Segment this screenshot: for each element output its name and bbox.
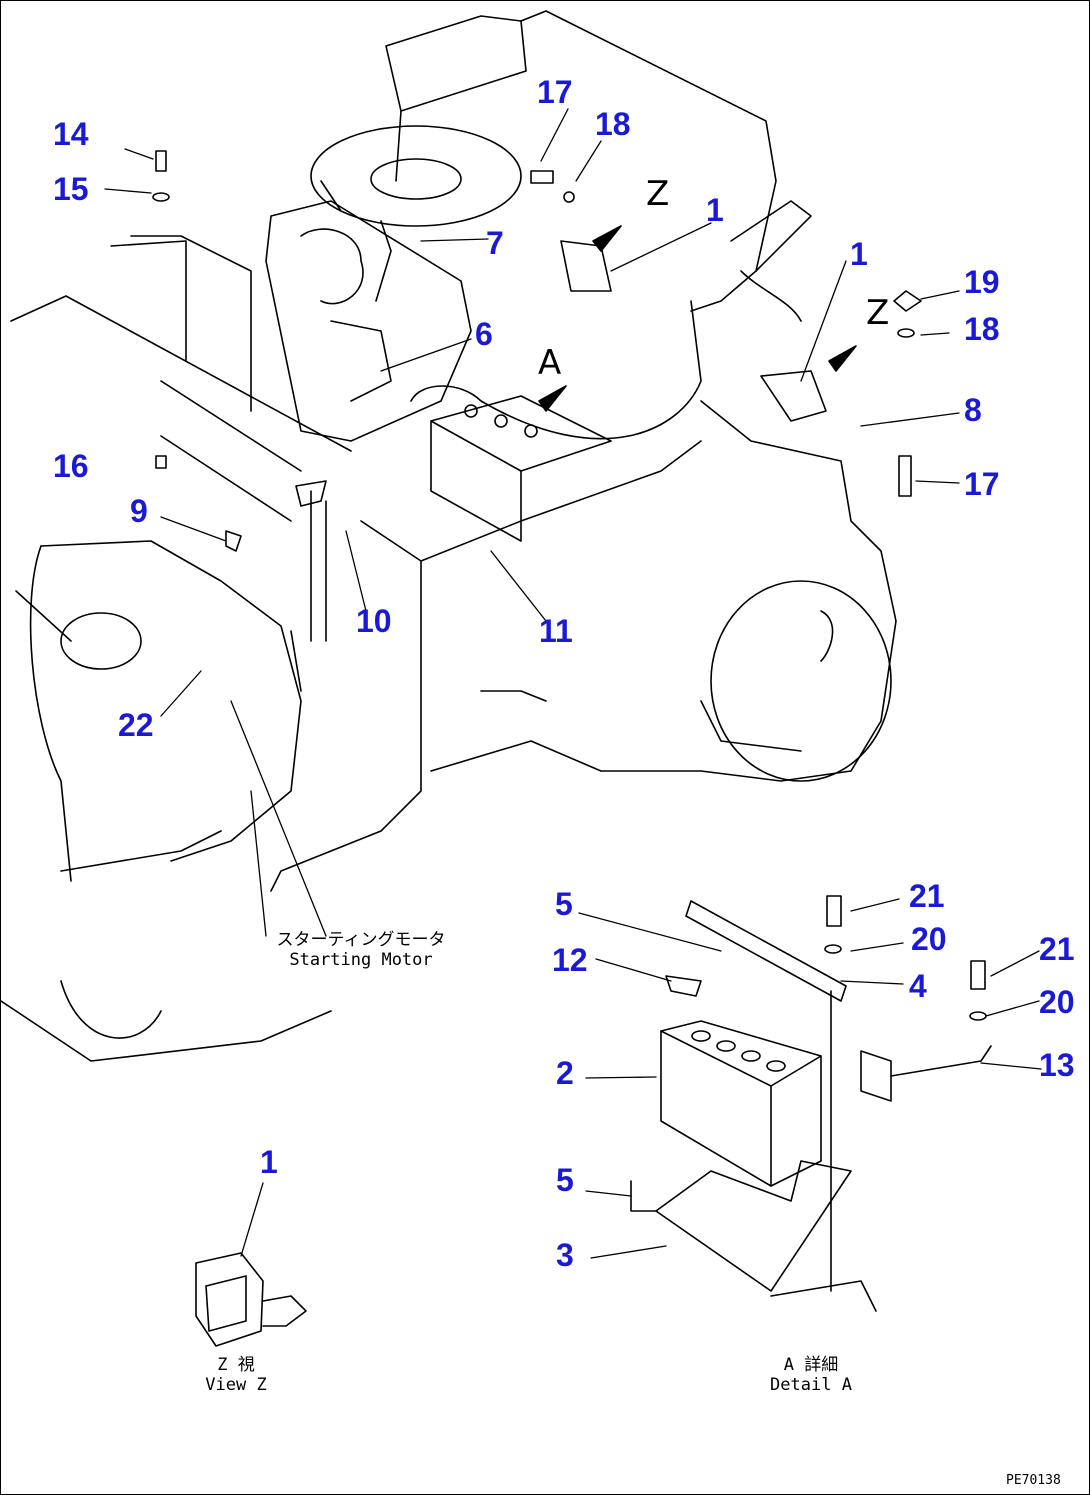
part-number-22: 22 bbox=[118, 707, 154, 743]
view-z-label-jp: Z 視 bbox=[217, 1355, 255, 1375]
part-number-18-top: 18 bbox=[595, 106, 631, 142]
steering-wheel bbox=[310, 125, 522, 302]
view-z-label-en: View Z bbox=[205, 1374, 267, 1395]
part-number-10: 10 bbox=[356, 603, 392, 639]
part-number-20-b: 20 bbox=[1039, 984, 1075, 1020]
hardware-top bbox=[152, 150, 922, 552]
part-number-5-top: 5 bbox=[555, 886, 573, 922]
part-number-19: 19 bbox=[964, 264, 1000, 300]
part-number-4: 4 bbox=[909, 968, 927, 1004]
part-number-17-right: 17 bbox=[964, 466, 1000, 502]
leader-lines bbox=[104, 108, 1042, 1259]
part-number-16: 16 bbox=[53, 448, 89, 484]
part-number-7: 7 bbox=[486, 225, 504, 261]
part-number-6: 6 bbox=[475, 316, 493, 352]
part-number-18-right: 18 bbox=[964, 311, 1000, 347]
part-number-1-right: 1 bbox=[850, 236, 868, 272]
part-number-12: 12 bbox=[552, 942, 588, 978]
frame-left bbox=[10, 235, 352, 522]
operator-seat bbox=[385, 10, 812, 322]
view-z-part bbox=[195, 1252, 307, 1347]
part-number-20-a: 20 bbox=[911, 921, 947, 957]
part-number-21-b: 21 bbox=[1039, 931, 1075, 967]
chassis bbox=[270, 400, 897, 892]
battery-tray bbox=[360, 300, 702, 562]
engine-block bbox=[1, 490, 332, 1062]
starting-motor-label-en: Starting Motor bbox=[289, 949, 433, 970]
part-number-14: 14 bbox=[53, 116, 89, 152]
part-number-3: 3 bbox=[556, 1237, 574, 1273]
detail-a-label-en: Detail A bbox=[770, 1374, 852, 1395]
part-number-1-view: 1 bbox=[260, 1144, 278, 1180]
part-number-17-top: 17 bbox=[537, 74, 573, 110]
view-letter-z-right: Z bbox=[866, 293, 890, 333]
starting-motor-callout: スターティングモータ Starting Motor bbox=[256, 930, 466, 970]
part-number-5-bottom: 5 bbox=[556, 1162, 574, 1198]
part-number-21-a: 21 bbox=[909, 878, 945, 914]
view-letter-z-top: Z bbox=[646, 174, 670, 214]
control-console bbox=[265, 200, 472, 442]
view-arrows bbox=[538, 225, 857, 412]
detail-a bbox=[630, 895, 992, 1312]
part-number-15: 15 bbox=[53, 171, 89, 207]
part-number-8: 8 bbox=[964, 392, 982, 428]
part-number-13: 13 bbox=[1039, 1047, 1075, 1083]
part-number-9: 9 bbox=[130, 493, 148, 529]
drawing-reference: PE70138 bbox=[1006, 1473, 1061, 1488]
starting-motor-label-jp: スターティングモータ bbox=[276, 930, 446, 950]
detail-a-caption: A 詳細 Detail A bbox=[756, 1355, 866, 1395]
part-number-1-top: 1 bbox=[706, 192, 724, 228]
detail-a-label-jp: A 詳細 bbox=[783, 1355, 839, 1375]
view-letter-a: A bbox=[538, 343, 562, 383]
part-number-2: 2 bbox=[556, 1055, 574, 1091]
view-z-caption: Z 視 View Z bbox=[191, 1355, 281, 1395]
part-number-11: 11 bbox=[539, 613, 573, 649]
